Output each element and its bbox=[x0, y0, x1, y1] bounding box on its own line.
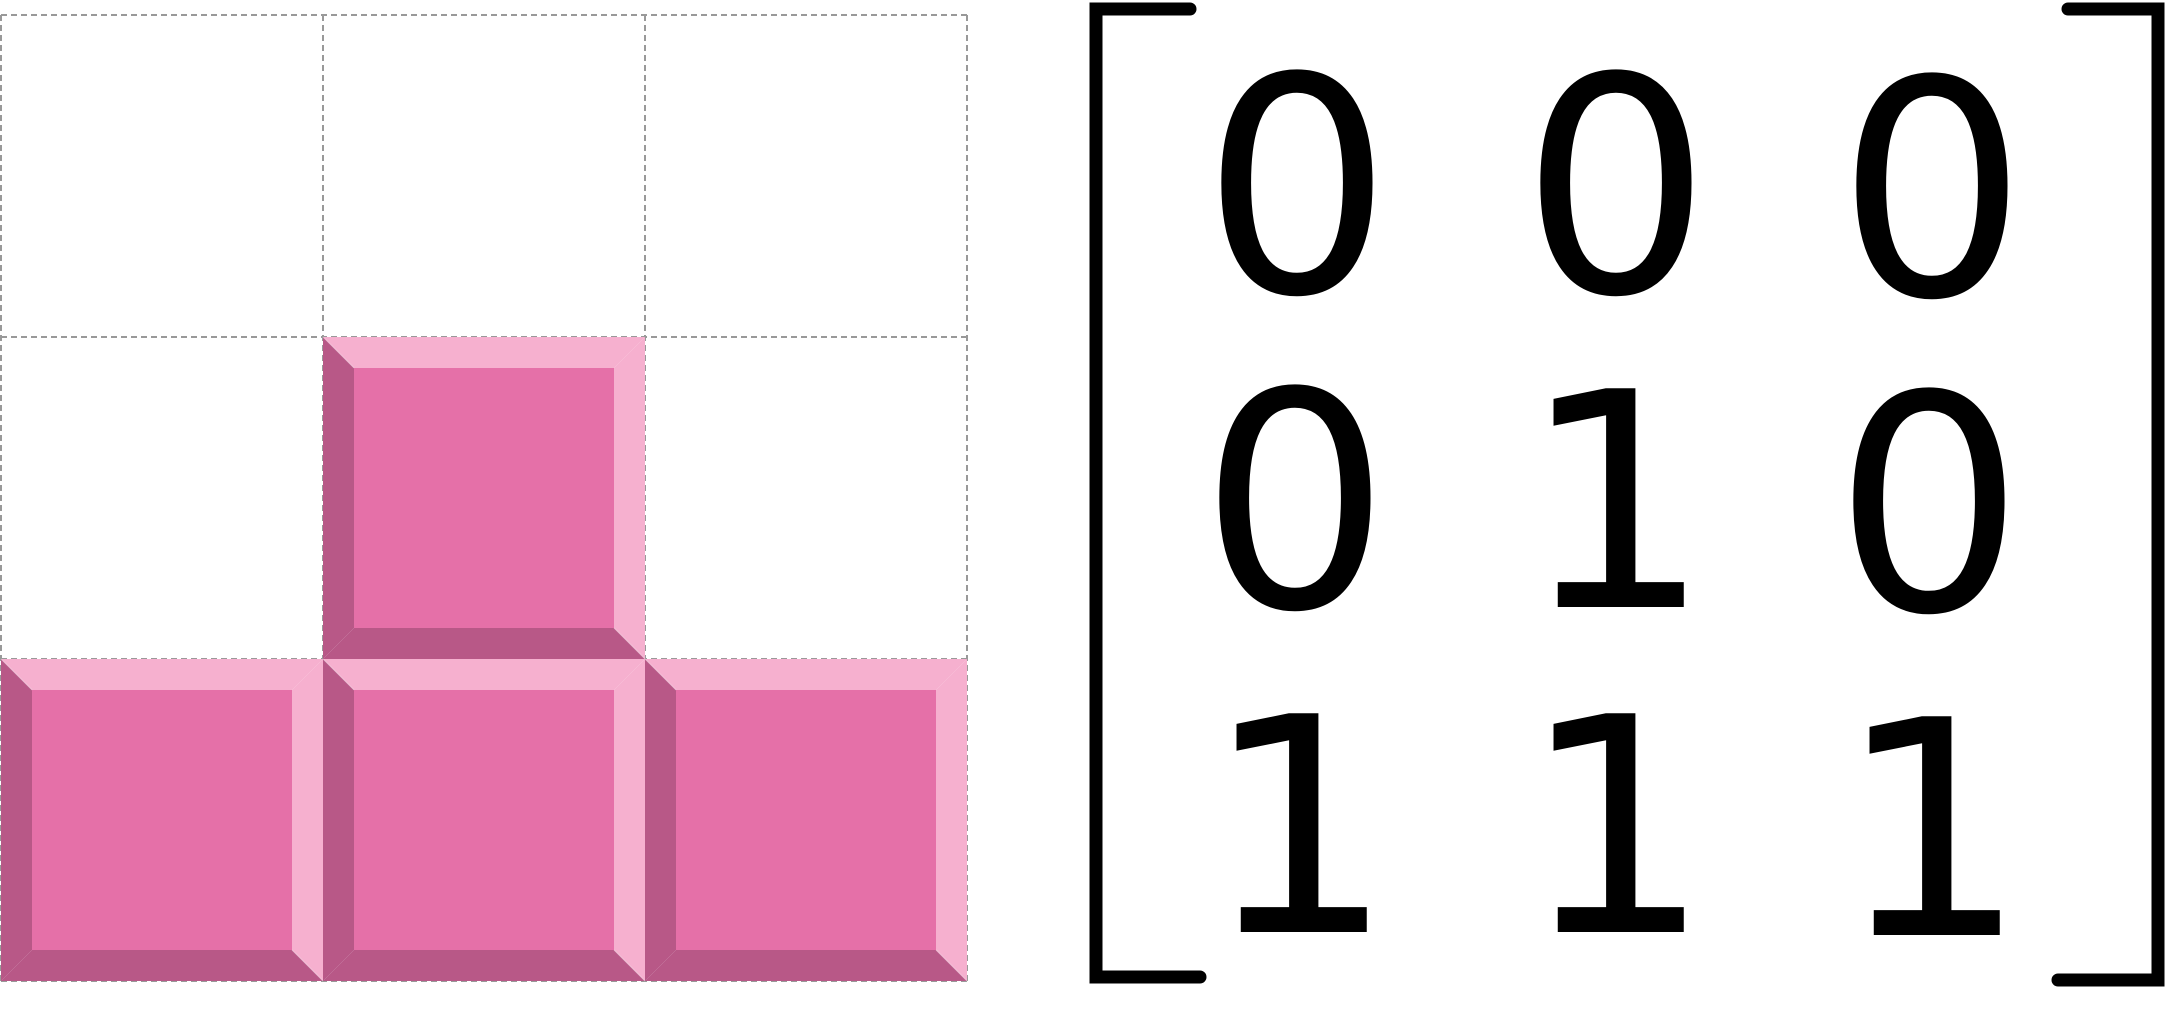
left-bracket bbox=[1089, 2, 1207, 984]
matrix-cell-2-0: 1 bbox=[1204, 654, 1395, 1003]
tetromino-block bbox=[322, 658, 646, 982]
tetromino-block bbox=[644, 658, 968, 982]
matrix-cell-1-2: 0 bbox=[1834, 332, 2025, 681]
matrix-cell-0-1: 0 bbox=[1521, 14, 1712, 363]
matrix-cell-1-0: 0 bbox=[1200, 329, 1391, 678]
matrix: 0 0 0 0 1 0 1 1 1 bbox=[1089, 2, 2165, 1006]
matrix-cell-1-1: 1 bbox=[1521, 329, 1712, 678]
matrix-cell-0-2: 0 bbox=[1837, 17, 2028, 366]
matrix-cell-2-2: 1 bbox=[1837, 657, 2028, 1006]
matrix-cell-2-1: 1 bbox=[1521, 654, 1712, 1003]
tetromino-grid bbox=[0, 14, 968, 982]
tetromino-block bbox=[0, 658, 324, 982]
matrix-cell-0-0: 0 bbox=[1202, 14, 1393, 363]
right-bracket bbox=[2051, 2, 2165, 987]
tetromino-block bbox=[322, 336, 646, 660]
